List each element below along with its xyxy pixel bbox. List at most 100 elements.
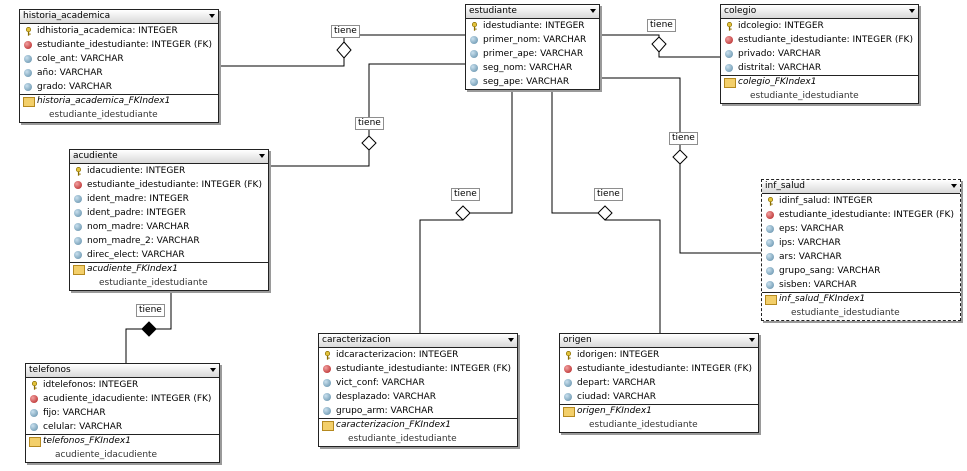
- attribute-row[interactable]: eps: VARCHAR: [762, 222, 960, 236]
- chevron-down-icon[interactable]: [210, 368, 216, 372]
- attribute-row[interactable]: estudiante_idestudiante: INTEGER (FK): [70, 178, 268, 192]
- attribute-row[interactable]: estudiante_idestudiante: INTEGER (FK): [721, 33, 918, 47]
- attribute-row[interactable]: acudiente_idacudiente: INTEGER (FK): [26, 392, 219, 406]
- index-column-row[interactable]: estudiante_idestudiante: [20, 108, 218, 122]
- attribute-row[interactable]: idinf_salud: INTEGER: [762, 194, 960, 208]
- chevron-down-icon[interactable]: [951, 184, 957, 188]
- index-row[interactable]: historia_academica_FKIndex1: [20, 95, 218, 108]
- attribute-row[interactable]: ciudad: VARCHAR: [560, 390, 758, 404]
- attribute-row[interactable]: año: VARCHAR: [20, 66, 218, 80]
- chevron-down-icon[interactable]: [590, 9, 596, 13]
- attribute-row[interactable]: ars: VARCHAR: [762, 250, 960, 264]
- chevron-down-icon[interactable]: [209, 14, 215, 18]
- entity-title[interactable]: caracterizacion: [319, 334, 517, 348]
- index-folder-icon: [765, 295, 777, 305]
- index-row[interactable]: telefonos_FKIndex1: [26, 435, 219, 448]
- attribute-row[interactable]: estudiante_idestudiante: INTEGER (FK): [20, 38, 218, 52]
- index-column-row[interactable]: acudiente_idacudiente: [26, 448, 219, 462]
- entity-title[interactable]: origen: [560, 334, 758, 348]
- foreign-key-icon: [766, 211, 774, 219]
- index-column-row[interactable]: estudiante_idestudiante: [762, 306, 960, 320]
- entity-title[interactable]: historia_academica: [20, 10, 218, 24]
- attribute-row[interactable]: primer_nom: VARCHAR: [466, 33, 599, 47]
- column-icon: [725, 50, 733, 58]
- attribute-label: nom_madre_2: VARCHAR: [87, 236, 200, 246]
- attribute-row[interactable]: vict_conf: VARCHAR: [319, 376, 517, 390]
- rel-estudiante-origen: [551, 92, 661, 334]
- chevron-down-icon[interactable]: [508, 338, 514, 342]
- attribute-row[interactable]: idtelefonos: INTEGER: [26, 378, 219, 392]
- attribute-label: idinf_salud: INTEGER: [779, 196, 873, 206]
- attribute-row[interactable]: idhistoria_academica: INTEGER: [20, 24, 218, 38]
- relationship-label: tiene: [594, 188, 623, 201]
- attribute-row[interactable]: grado: VARCHAR: [20, 80, 218, 94]
- entity-title[interactable]: estudiante: [466, 5, 599, 19]
- attribute-row[interactable]: estudiante_idestudiante: INTEGER (FK): [560, 362, 758, 376]
- index-row[interactable]: inf_salud_FKIndex1: [762, 293, 960, 306]
- attribute-row[interactable]: privado: VARCHAR: [721, 47, 918, 61]
- index-column-row[interactable]: estudiante_idestudiante: [560, 418, 758, 432]
- attribute-row[interactable]: grupo_sang: VARCHAR: [762, 264, 960, 278]
- attribute-label: eps: VARCHAR: [779, 224, 844, 234]
- entity-title[interactable]: acudiente: [70, 150, 268, 164]
- entity-inf-salud[interactable]: inf_salud idinf_salud: INTEGER estudiante_…: [761, 179, 961, 321]
- attribute-row[interactable]: desplazado: VARCHAR: [319, 390, 517, 404]
- attribute-row[interactable]: idorigen: INTEGER: [560, 348, 758, 362]
- attribute-row[interactable]: idestudiante: INTEGER: [466, 19, 599, 33]
- attribute-row[interactable]: idacudiente: INTEGER: [70, 164, 268, 178]
- attribute-row[interactable]: depart: VARCHAR: [560, 376, 758, 390]
- chevron-down-icon[interactable]: [909, 9, 915, 13]
- index-row[interactable]: colegio_FKIndex1: [721, 76, 918, 89]
- index-row[interactable]: caracterizacion_FKIndex1: [319, 419, 517, 432]
- index-row[interactable]: origen_FKIndex1: [560, 405, 758, 418]
- foreign-key-icon: [323, 365, 331, 373]
- index-column-row[interactable]: estudiante_idestudiante: [721, 89, 918, 103]
- index-folder-icon: [322, 421, 334, 431]
- attribute-row[interactable]: ident_padre: INTEGER: [70, 206, 268, 220]
- attribute-row[interactable]: nom_madre_2: VARCHAR: [70, 234, 268, 248]
- index-name: inf_salud_FKIndex1: [779, 294, 866, 304]
- entity-title[interactable]: telefonos: [26, 364, 219, 378]
- attribute-row[interactable]: idcaracterizacion: INTEGER: [319, 348, 517, 362]
- attribute-row[interactable]: idcolegio: INTEGER: [721, 19, 918, 33]
- attribute-row[interactable]: celular: VARCHAR: [26, 420, 219, 434]
- entity-title[interactable]: colegio: [721, 5, 918, 19]
- chevron-down-icon[interactable]: [749, 338, 755, 342]
- attribute-row[interactable]: distrital: VARCHAR: [721, 61, 918, 75]
- attribute-label: distrital: VARCHAR: [738, 63, 822, 73]
- entity-title[interactable]: inf_salud: [762, 180, 960, 194]
- attribute-row[interactable]: direc_elect: VARCHAR: [70, 248, 268, 262]
- index-divider: [319, 418, 517, 419]
- primary-key-icon: [470, 22, 478, 31]
- attribute-row[interactable]: estudiante_idestudiante: INTEGER (FK): [762, 208, 960, 222]
- attribute-row[interactable]: primer_ape: VARCHAR: [466, 47, 599, 61]
- attribute-row[interactable]: sisben: VARCHAR: [762, 278, 960, 292]
- attribute-label: direc_elect: VARCHAR: [87, 250, 185, 260]
- relationship-diamond: [651, 36, 667, 53]
- attribute-row[interactable]: ips: VARCHAR: [762, 236, 960, 250]
- attribute-row[interactable]: fijo: VARCHAR: [26, 406, 219, 420]
- attribute-row[interactable]: seg_ape: VARCHAR: [466, 75, 599, 89]
- attribute-row[interactable]: grupo_arm: VARCHAR: [319, 404, 517, 418]
- index-column-row[interactable]: estudiante_idestudiante: [319, 432, 517, 446]
- attribute-row[interactable]: seg_nom: VARCHAR: [466, 61, 599, 75]
- rel-estudiante-inf-salud: [600, 77, 762, 254]
- attribute-row[interactable]: cole_ant: VARCHAR: [20, 52, 218, 66]
- relationship-diamond: [597, 205, 613, 221]
- primary-key-icon: [30, 381, 38, 390]
- attribute-row[interactable]: nom_madre: VARCHAR: [70, 220, 268, 234]
- attribute-row[interactable]: ident_madre: INTEGER: [70, 192, 268, 206]
- index-column-row[interactable]: estudiante_idestudiante: [70, 276, 268, 290]
- attribute-row[interactable]: estudiante_idestudiante: INTEGER (FK): [319, 362, 517, 376]
- chevron-down-icon[interactable]: [259, 154, 265, 158]
- index-row[interactable]: acudiente_FKIndex1: [70, 263, 268, 276]
- column-icon: [323, 407, 331, 415]
- column-icon: [74, 237, 82, 245]
